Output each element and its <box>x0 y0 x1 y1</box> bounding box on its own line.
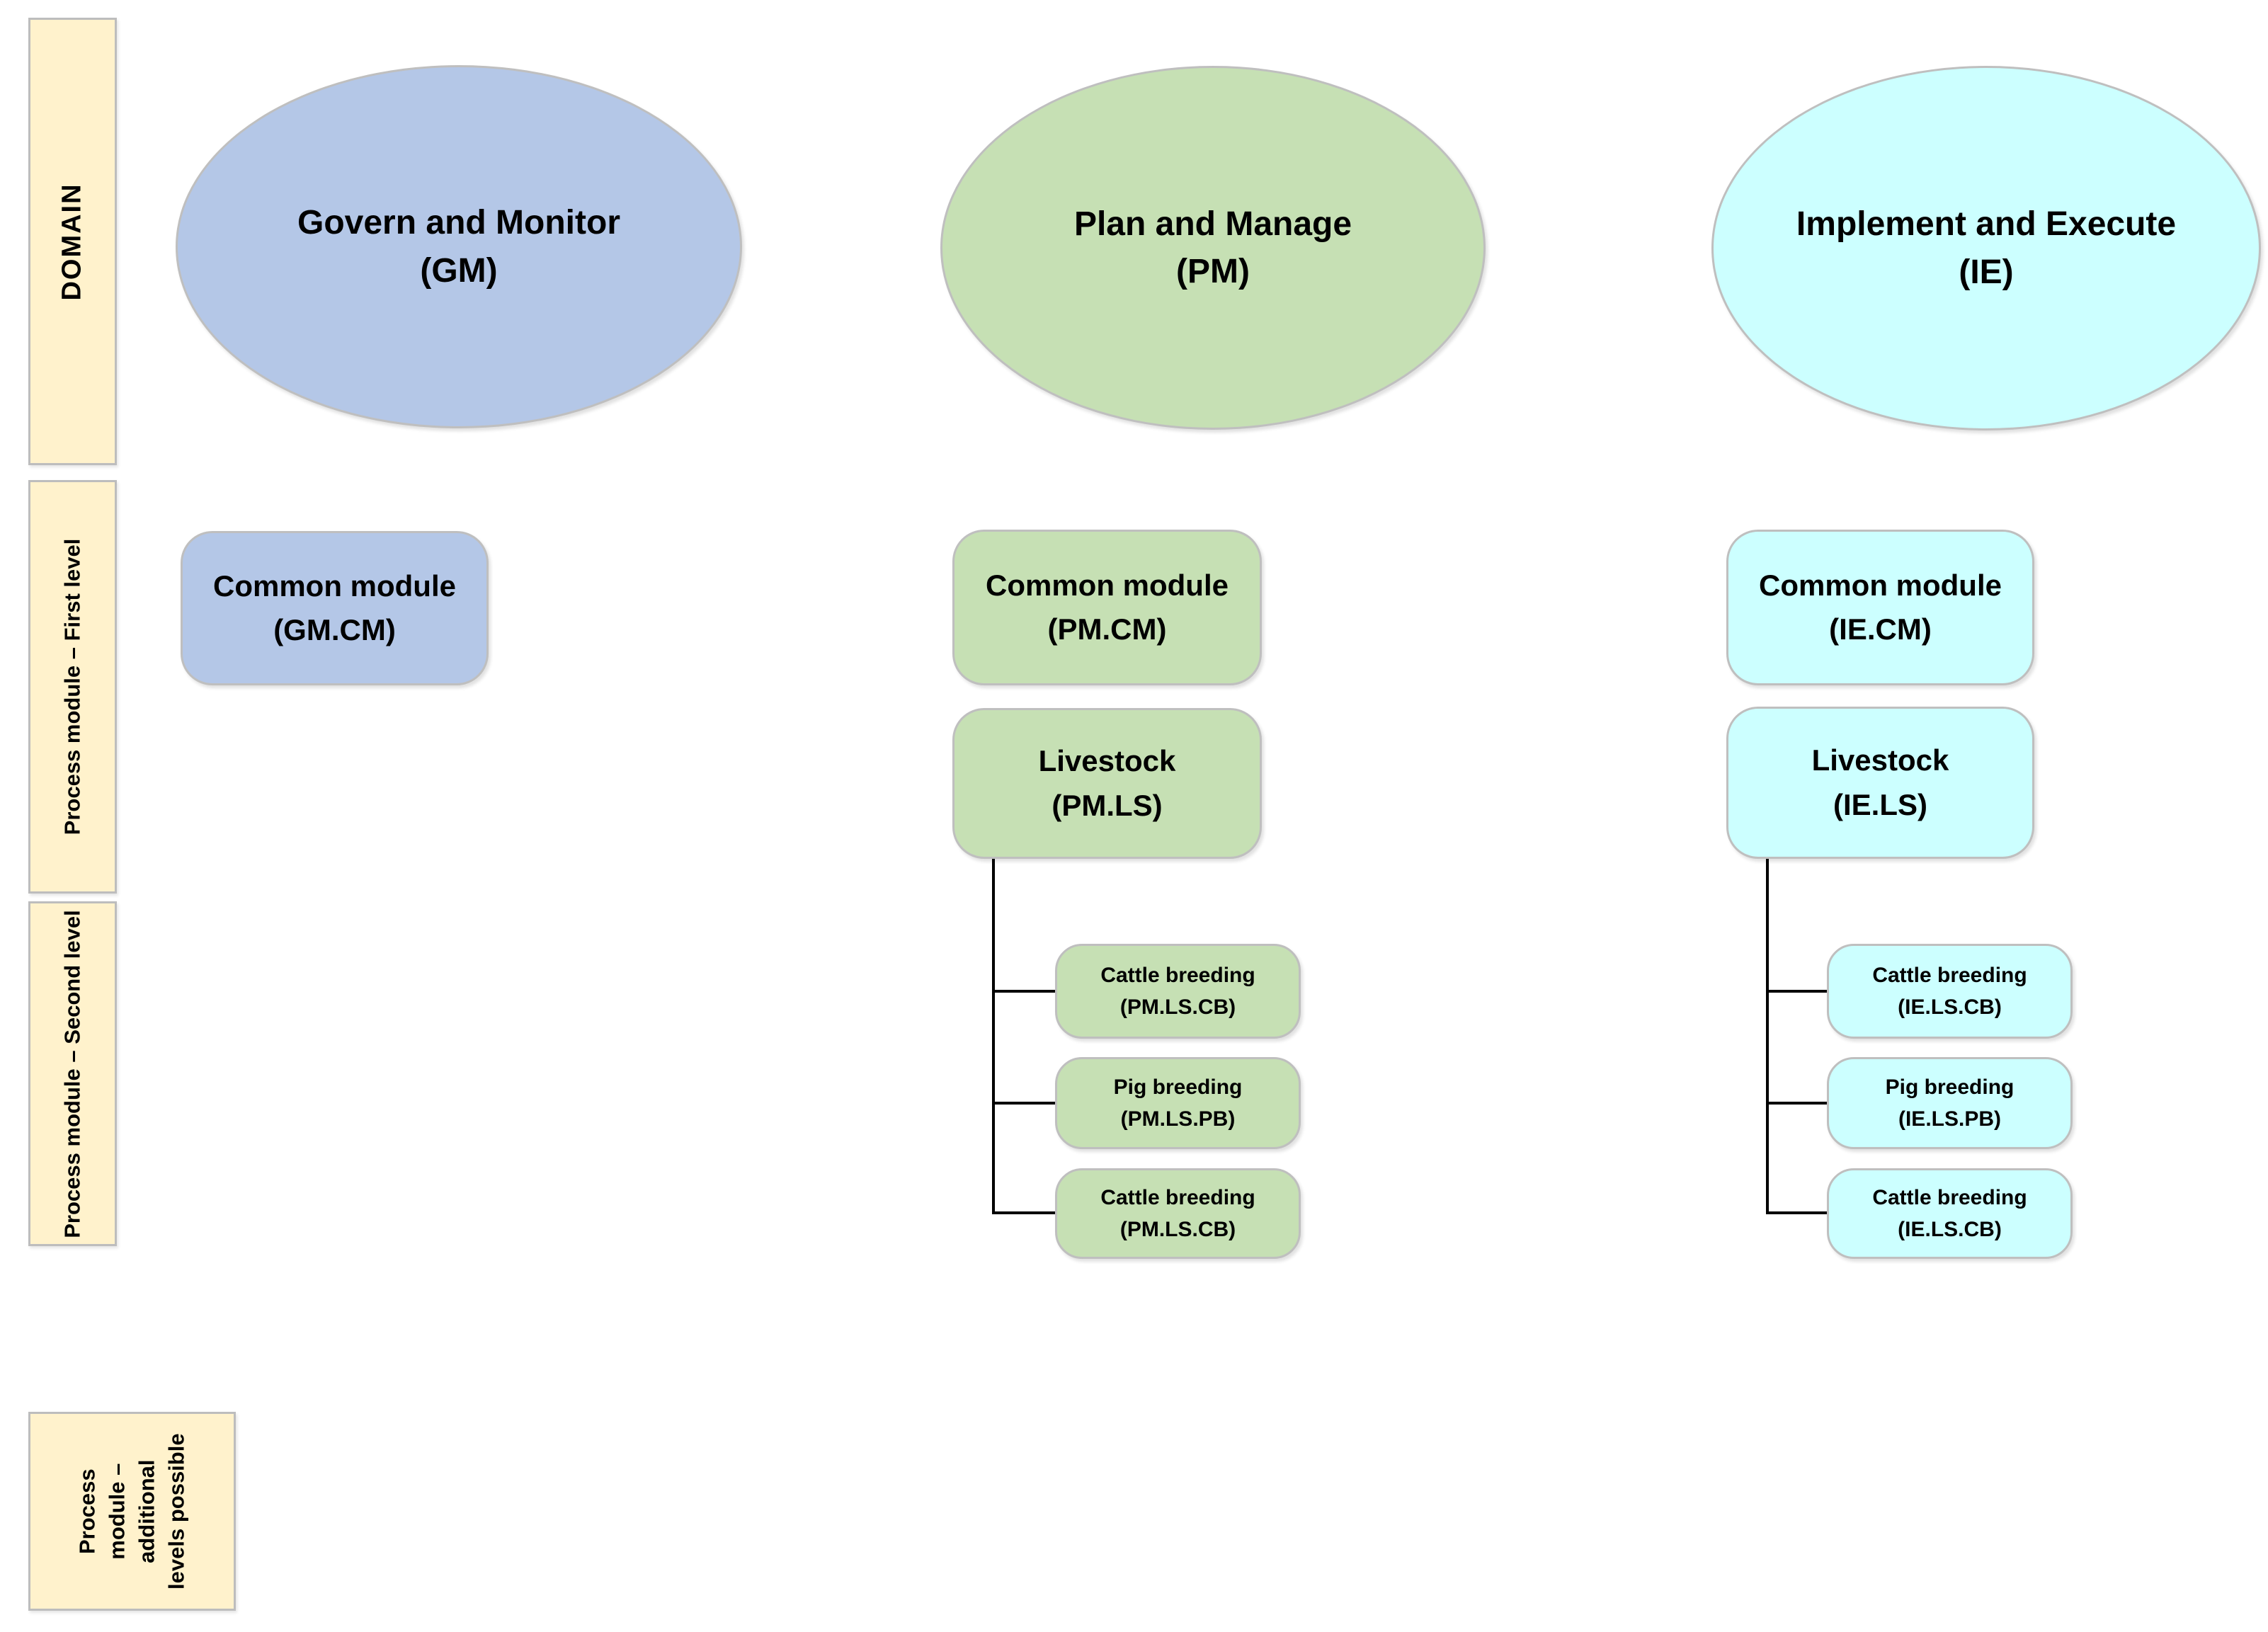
domain-ellipse-pm: Plan and Manage (PM) <box>940 66 1486 430</box>
module-box-gm-cm: Common module (GM.CM) <box>181 531 489 685</box>
row-label-first-level: Process module – First level <box>28 480 117 894</box>
module-code: (IE.LS) <box>1833 787 1927 821</box>
module-name: Pig breeding <box>1885 1075 2015 1099</box>
row-label-line: Process <box>74 1468 100 1554</box>
module-box-pm-ls-cb-1: Cattle breeding (PM.LS.CB) <box>1055 944 1301 1039</box>
domain-name: Plan and Manage <box>1073 205 1352 243</box>
row-label-second-level-text: Process module – Second level <box>59 909 85 1238</box>
module-name: Livestock <box>1811 743 1949 777</box>
domain-code: (PM) <box>1176 253 1250 290</box>
domain-ellipse-gm: Govern and Monitor (GM) <box>176 65 742 428</box>
domain-name: Govern and Monitor <box>297 204 620 242</box>
module-code: (PM.LS.CB) <box>1119 1218 1236 1241</box>
module-box-pm-ls-cb-2: Cattle breeding (PM.LS.CB) <box>1055 1168 1301 1259</box>
module-box-pm-cm: Common module (PM.CM) <box>952 530 1262 685</box>
module-name: Cattle breeding <box>1872 1186 2027 1209</box>
domain-code: (IE) <box>1959 253 2014 291</box>
module-name: Cattle breeding <box>1100 1186 1255 1209</box>
pm-connector-branch-1 <box>992 990 1055 993</box>
domain-name: Implement and Execute <box>1796 205 2177 244</box>
module-box-ie-ls-cb-2: Cattle breeding (IE.LS.CB) <box>1827 1168 2073 1259</box>
ie-connector-trunk <box>1766 859 1769 1214</box>
ie-connector-branch-2 <box>1766 1102 1827 1105</box>
module-box-pm-ls-pb: Pig breeding (PM.LS.PB) <box>1055 1057 1301 1149</box>
row-label-first-level-text: Process module – First level <box>59 538 85 835</box>
row-label-additional-levels-text: Process module – additional levels possi… <box>73 1433 191 1590</box>
module-box-ie-ls-cb-1: Cattle breeding (IE.LS.CB) <box>1827 944 2073 1039</box>
domain-ellipse-ie: Implement and Execute (IE) <box>1711 66 2261 430</box>
module-code: (IE.LS.CB) <box>1898 1218 2002 1241</box>
module-box-ie-ls-pb: Pig breeding (IE.LS.PB) <box>1827 1057 2073 1149</box>
module-name: Common module <box>213 569 456 603</box>
row-label-domain-text: DOMAIN <box>57 182 88 301</box>
pm-connector-branch-3 <box>992 1211 1055 1214</box>
row-label-domain: DOMAIN <box>28 18 117 465</box>
module-name: Cattle breeding <box>1100 964 1255 987</box>
module-code: (IE.CM) <box>1829 612 1932 646</box>
pm-connector-branch-2 <box>992 1102 1055 1105</box>
row-label-line: additional <box>134 1459 159 1563</box>
module-code: (IE.LS.CB) <box>1898 995 2002 1019</box>
module-code: (PM.CM) <box>1047 612 1167 646</box>
module-code: (PM.LS.CB) <box>1119 995 1236 1019</box>
module-name: Common module <box>1759 568 2002 602</box>
row-label-line: levels possible <box>164 1433 189 1590</box>
module-name: Livestock <box>1038 744 1176 778</box>
ie-connector-branch-3 <box>1766 1211 1827 1214</box>
module-name: Cattle breeding <box>1872 964 2027 987</box>
module-code: (GM.CM) <box>273 613 396 646</box>
module-code: (PM.LS.PB) <box>1120 1107 1236 1131</box>
row-label-line: module – <box>104 1463 130 1560</box>
module-box-ie-cm: Common module (IE.CM) <box>1726 530 2034 685</box>
module-name: Pig breeding <box>1113 1075 1243 1099</box>
row-label-additional-levels: Process module – additional levels possi… <box>28 1412 236 1611</box>
module-box-pm-ls: Livestock (PM.LS) <box>952 708 1262 859</box>
domain-code: (GM) <box>420 251 498 290</box>
module-box-ie-ls: Livestock (IE.LS) <box>1726 707 2034 859</box>
pm-connector-trunk <box>992 859 995 1214</box>
module-code: (PM.LS) <box>1052 788 1163 822</box>
ie-connector-branch-1 <box>1766 990 1827 993</box>
module-code: (IE.LS.PB) <box>1898 1107 2001 1131</box>
row-label-second-level: Process module – Second level <box>28 901 117 1246</box>
module-name: Common module <box>986 568 1229 602</box>
